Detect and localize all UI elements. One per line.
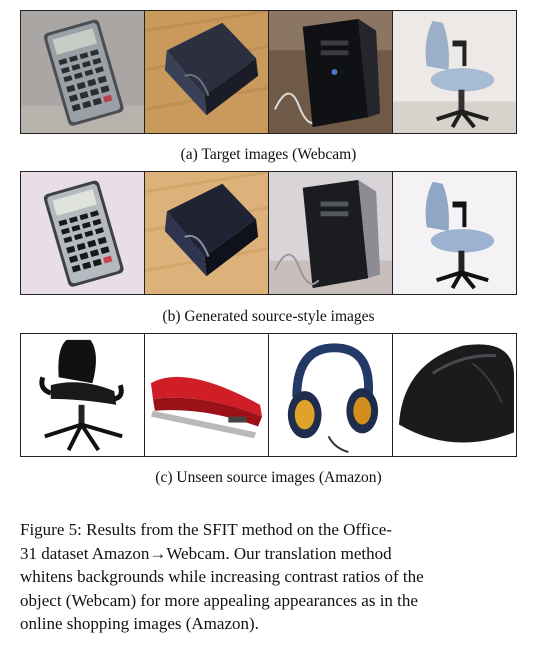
- figure-caption-line: whitens backgrounds while increasing con…: [20, 567, 424, 586]
- figure-caption-line: online shopping images (Amazon).: [20, 614, 259, 633]
- target-binder-image: [145, 11, 269, 133]
- unseen-headphones-image: [269, 334, 393, 456]
- figure-caption-line: object (Webcam) for more appealing appea…: [20, 590, 418, 610]
- generated-images-row: [20, 171, 517, 295]
- generated-calculator-image: [21, 172, 145, 294]
- generated-chair-image: [393, 172, 516, 294]
- unseen-images-row: [20, 333, 517, 457]
- target-images-row: [20, 10, 517, 134]
- generated-images-caption: (b) Generated source-style images: [162, 308, 375, 325]
- unseen-mouse-image: [393, 334, 516, 456]
- generated-binder-image: [145, 172, 269, 294]
- target-calculator-image: [21, 11, 145, 133]
- figure-caption: Figure 5: Results from the SFIT method o…: [20, 518, 517, 636]
- target-computer-image: [269, 11, 393, 133]
- unseen-stapler-image: [145, 334, 269, 456]
- generated-computer-image: [269, 172, 393, 294]
- target-images-caption: (a) Target images (Webcam): [180, 146, 357, 163]
- unseen-chair-image: [21, 334, 145, 456]
- figure-caption-line: Figure 5: Results from the SFIT method o…: [20, 520, 392, 539]
- target-chair-image: [393, 11, 516, 133]
- unseen-images-caption: (c) Unseen source images (Amazon): [155, 469, 382, 486]
- figure-caption-line: 31 dataset Amazon→Webcam. Our translatio…: [20, 543, 392, 563]
